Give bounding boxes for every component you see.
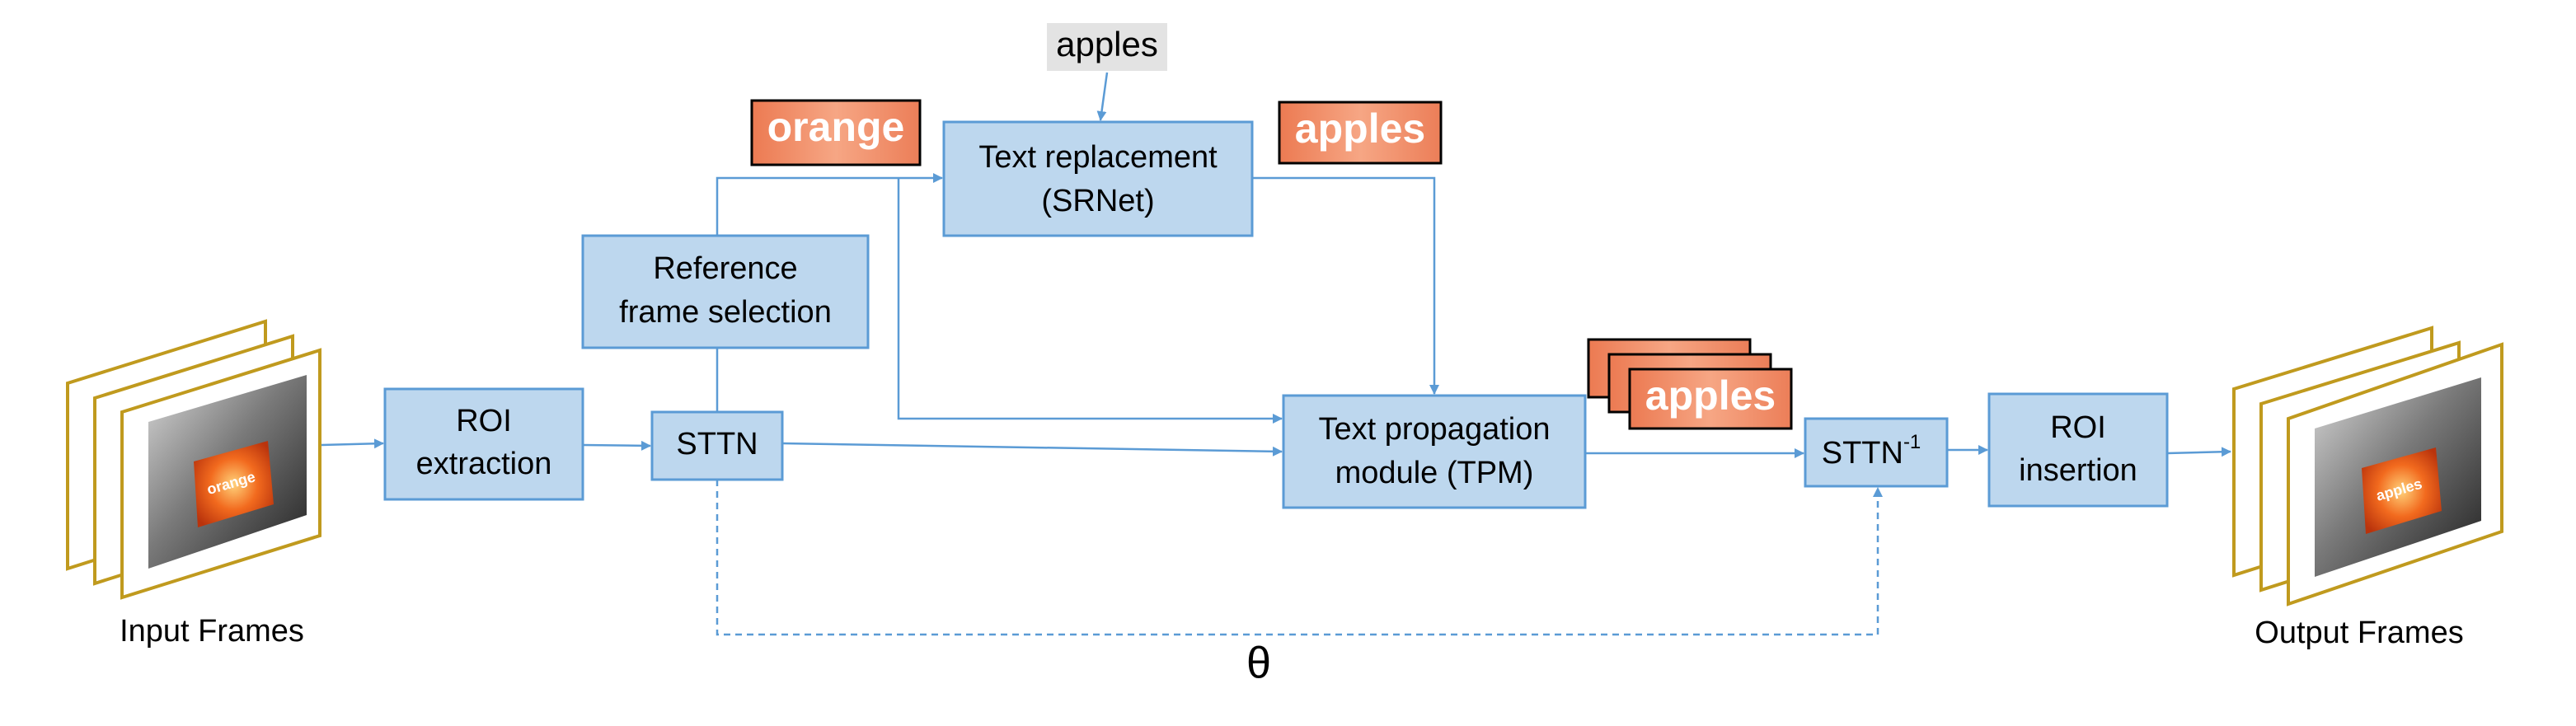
sttn-inverse-box: STTN-1 bbox=[1804, 417, 1949, 488]
arrow-text-replacement-to-tpm bbox=[1252, 176, 1439, 395]
roi-extraction-label-line2: extraction bbox=[416, 447, 552, 481]
target-word-tag-text: apples bbox=[1295, 105, 1425, 152]
sttn-inverse-label-base: STTN bbox=[1822, 436, 1903, 471]
target-word-tag: apples bbox=[1278, 101, 1443, 165]
sttn-label: STTN bbox=[676, 427, 758, 461]
output-frames-stack: apples bbox=[2232, 326, 2503, 607]
roi-extraction-box: ROI extraction bbox=[383, 387, 584, 501]
input-frames-stack: orange bbox=[66, 319, 321, 600]
arrow-roi-insertion-to-output bbox=[2166, 447, 2231, 457]
input-word-highlight bbox=[1047, 23, 1167, 71]
reference-selection-label-line2: frame selection bbox=[619, 295, 832, 330]
sttn-box: STTN bbox=[650, 410, 784, 481]
tpm-label-line1: Text propagation bbox=[1319, 412, 1551, 447]
dashed-theta-path bbox=[716, 480, 1883, 636]
input-word-label: apples bbox=[1056, 25, 1158, 63]
arrow-input-to-roi-extraction bbox=[321, 438, 384, 449]
propagated-word-tags-stack: apples bbox=[1587, 338, 1793, 430]
text-replacement-label-line2: (SRNet) bbox=[1041, 184, 1154, 218]
text-replacement-label-line1: Text replacement bbox=[978, 140, 1218, 175]
arrow-reference-to-text-replacement bbox=[716, 173, 943, 236]
input-frames-caption: Input Frames bbox=[120, 614, 304, 649]
roi-insertion-box: ROI insertion bbox=[1987, 392, 2169, 508]
source-word-tag: orange bbox=[750, 99, 922, 166]
theta-label: θ bbox=[1246, 638, 1271, 687]
arrow-branch-to-tpm bbox=[897, 178, 1283, 424]
text-propagation-module-box: Text propagation module (TPM) bbox=[1282, 394, 1587, 509]
input-frame-photo: orange bbox=[148, 375, 307, 569]
reference-selection-label-line1: Reference bbox=[653, 251, 797, 286]
roi-insertion-label-line1: ROI bbox=[2050, 410, 2106, 445]
arrow-roi-extraction-to-sttn bbox=[582, 440, 651, 451]
reference-frame-selection-box: Reference frame selection bbox=[581, 234, 870, 349]
arrow-sttn-to-tpm bbox=[781, 442, 1283, 457]
sttn-inverse-label-sup: -1 bbox=[1903, 431, 1921, 453]
roi-insertion-label-line2: insertion bbox=[2019, 453, 2137, 488]
connectors bbox=[321, 72, 2231, 636]
tpm-label-line2: module (TPM) bbox=[1335, 456, 1534, 490]
text-replacement-box: Text replacement (SRNet) bbox=[942, 120, 1254, 237]
arrow-input-word-to-text-replacement bbox=[1096, 72, 1109, 121]
roi-extraction-label-line1: ROI bbox=[456, 404, 512, 438]
source-word-tag-text: orange bbox=[767, 104, 905, 150]
output-frame-photo: apples bbox=[2315, 377, 2481, 577]
output-frames-caption: Output Frames bbox=[2255, 616, 2463, 650]
sttn-inverse-label: STTN-1 bbox=[1822, 431, 1921, 471]
propagated-word-tag-text: apples bbox=[1645, 372, 1776, 419]
